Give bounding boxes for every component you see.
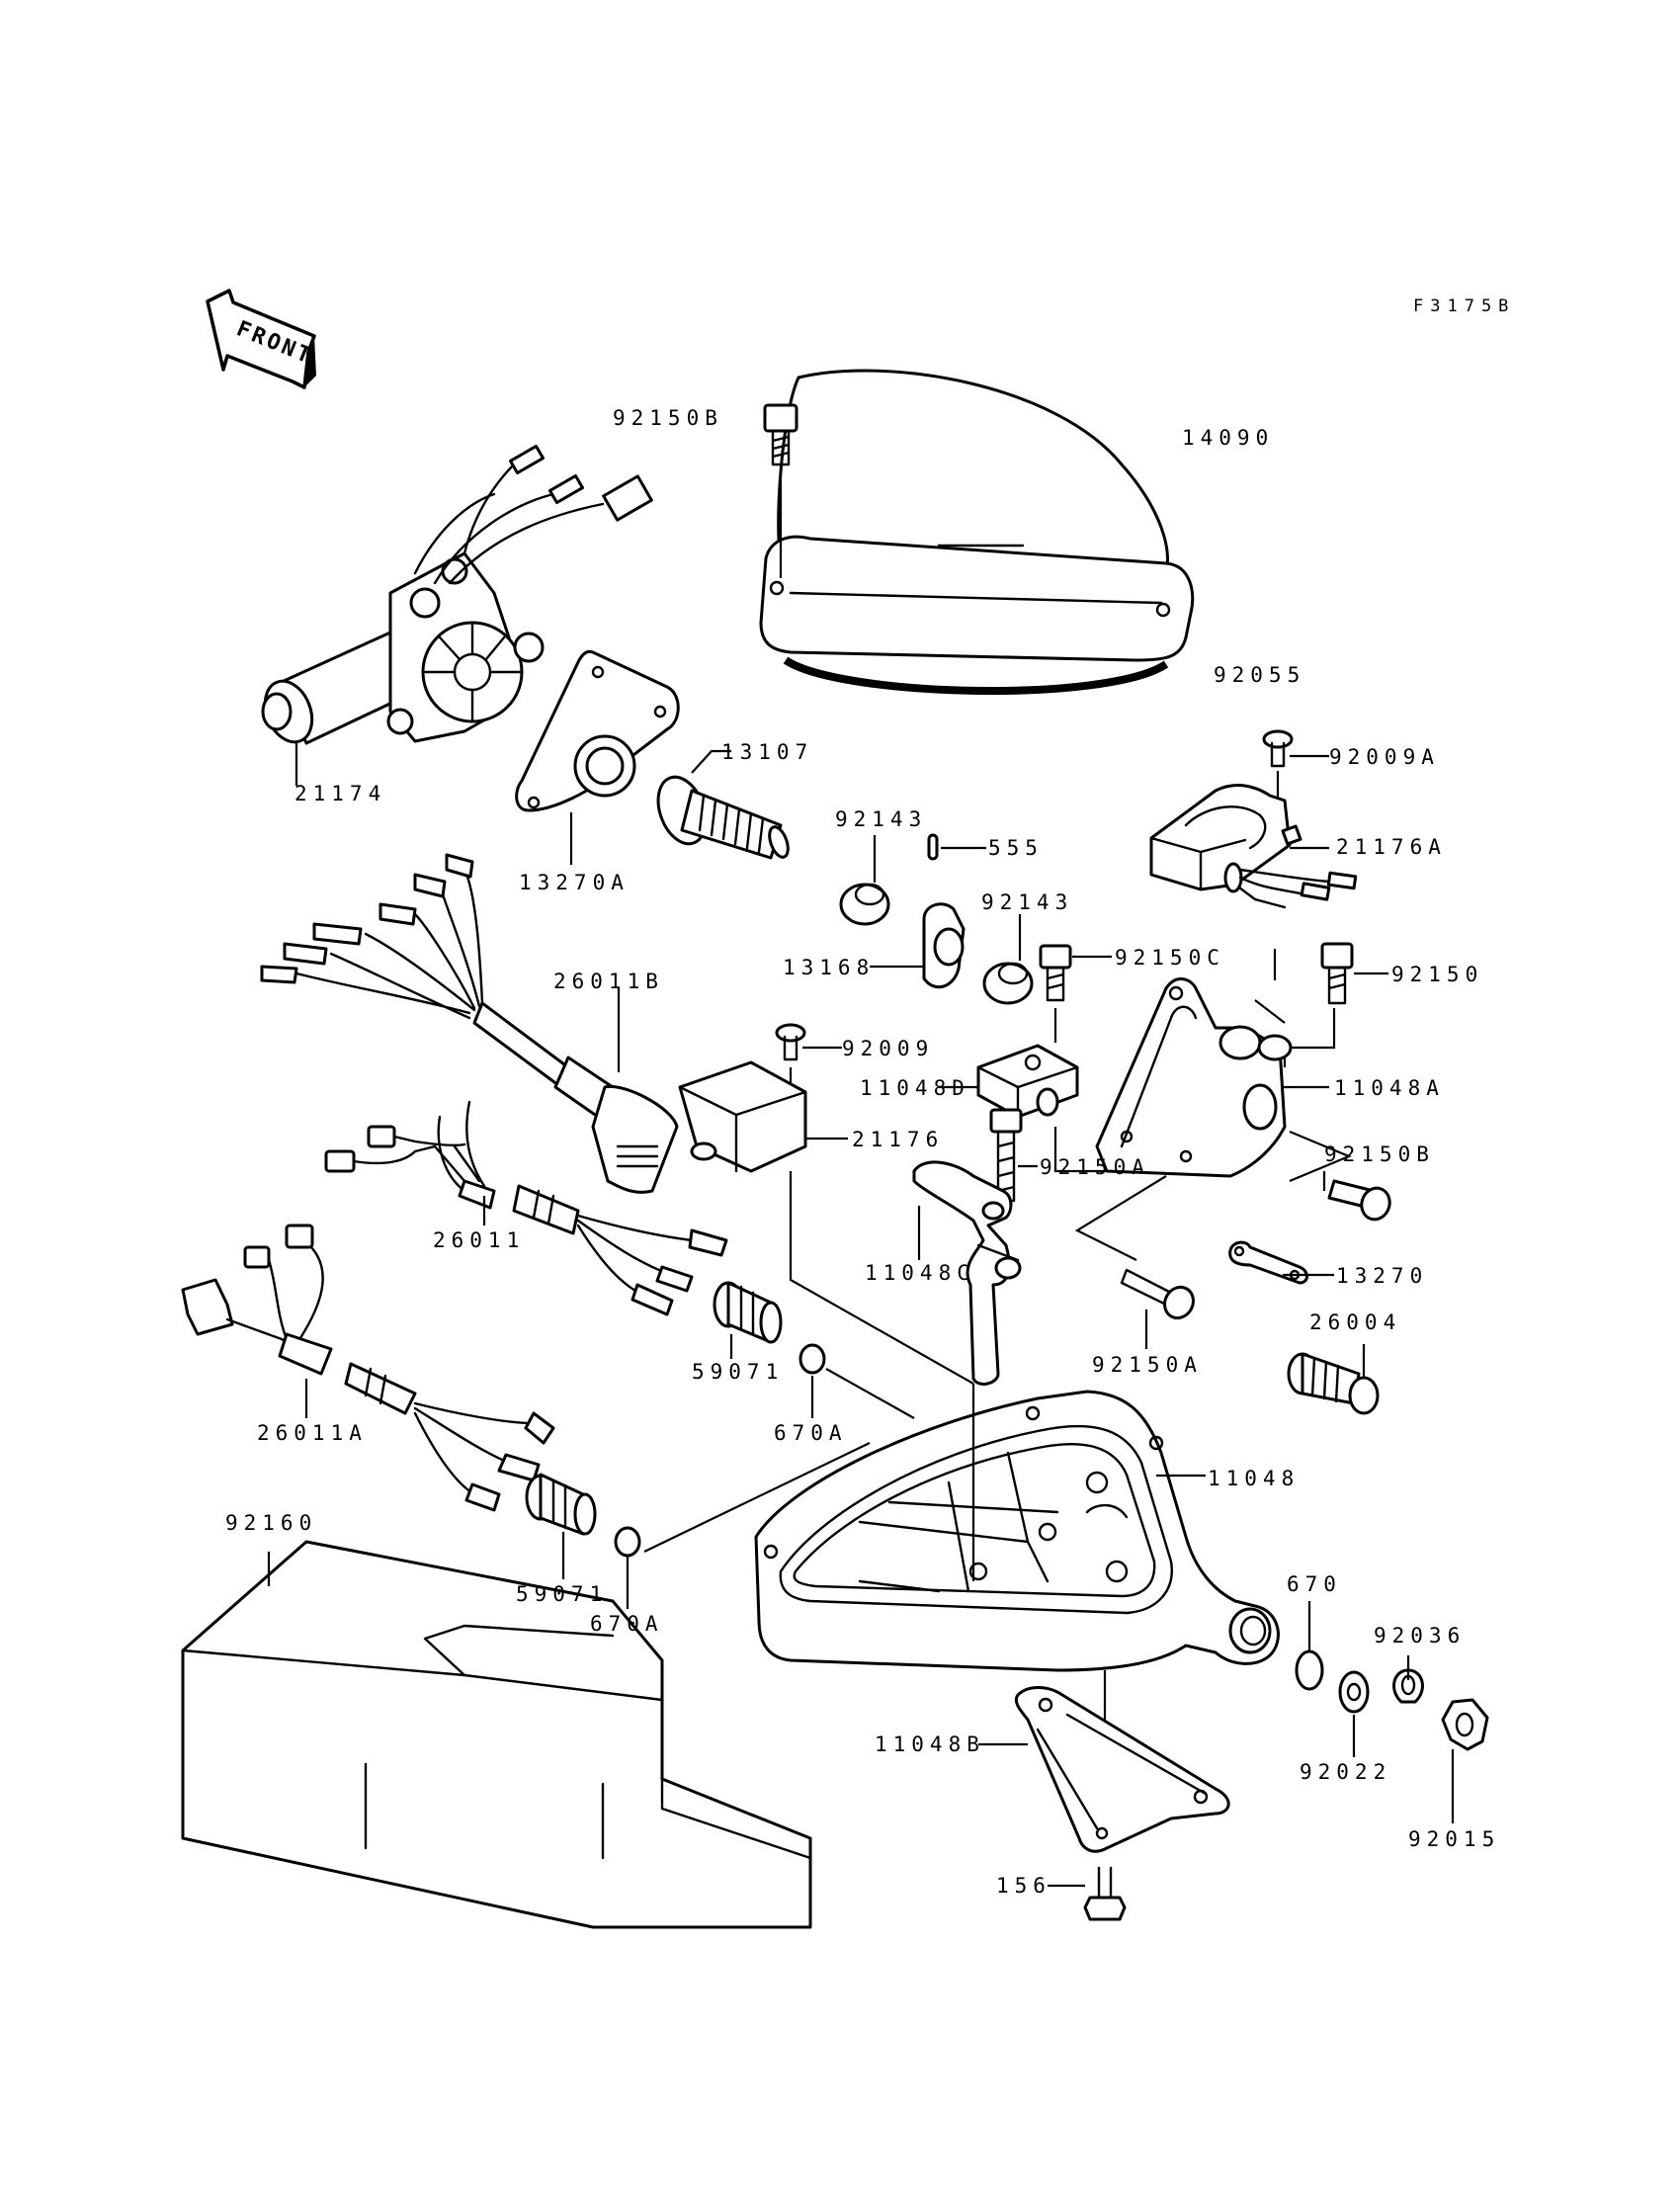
label-26011B: 26011B [553,970,664,993]
bolt-92150A-lower [1120,1268,1195,1349]
label-92150A-b: 92150A [1092,1353,1203,1377]
bolt-92150C [1039,944,1112,1043]
bushing-92143-a [839,835,890,926]
label-26011: 26011 [433,1228,525,1252]
sender-26011 [324,1100,728,1316]
cover-92160 [181,1540,812,1929]
bracket-11048B [978,1686,1230,1853]
o-ring-670 [1295,1601,1324,1691]
label-11048C: 11048C [865,1261,975,1285]
label-21174: 21174 [294,782,386,805]
block-11048D [939,1044,1202,1173]
nut-92015 [1441,1698,1489,1823]
label-92150C: 92150C [1115,946,1225,970]
label-92150: 92150 [1391,963,1483,986]
label-26004: 26004 [1309,1310,1401,1334]
arm-11048C [912,1160,1022,1386]
fitting-59071-a [713,1281,783,1359]
o-ring-670A-a [798,1343,915,1419]
sender-26011A [181,1224,555,1512]
washer-92022 [1338,1670,1370,1757]
label-14090: 14090 [1182,426,1274,450]
motor-21174 [261,444,653,786]
label-11048B: 11048B [875,1732,985,1756]
label-670: 670 [1287,1572,1342,1596]
label-21176: 21176 [852,1128,944,1151]
bolt-92150A-upper [989,1108,1038,1203]
label-156: 156 [996,1874,1051,1898]
cover-14090 [759,369,1195,696]
label-11048A: 11048A [1334,1076,1445,1100]
label-13168: 13168 [783,956,875,979]
housing-11048 [754,1384,1280,1799]
shaft-13107 [656,749,790,860]
label-555: 555 [988,836,1044,860]
seal-92055 [783,656,1169,696]
label-92160: 92160 [225,1511,317,1535]
bolt-92150 [1254,942,1388,1067]
label-92143-a: 92143 [835,807,927,831]
label-92009: 92009 [842,1037,934,1060]
label-670A-b: 670A [590,1612,664,1636]
harness-26011B [260,853,679,1194]
bushing-92143-b [982,914,1034,1005]
front-arrow-icon: FRONT [206,289,316,389]
sensor-21176A [1149,784,1358,909]
label-13107: 13107 [721,740,813,764]
bolt-92150B-top [763,403,798,578]
label-670A-a: 670A [774,1421,848,1445]
figure-code: F3175B [1413,296,1515,316]
label-92150A-a: 92150A [1040,1155,1150,1179]
label-92036: 92036 [1374,1624,1466,1648]
lever-13168 [870,902,966,989]
label-11048: 11048 [1208,1467,1300,1490]
label-13270A: 13270A [519,871,630,894]
label-11048D: 11048D [860,1076,970,1100]
label-92055: 92055 [1214,663,1305,687]
label-92022: 92022 [1300,1760,1391,1784]
label-92150B-top: 92150B [613,406,723,430]
fitting-59071-b [525,1473,597,1579]
module-21176 [678,1060,974,1385]
label-92150B-b: 92150B [1324,1142,1435,1166]
clip-13270 [1228,1240,1334,1285]
lock-washer-92036 [1392,1655,1424,1704]
label-59071-a: 59071 [692,1360,784,1384]
fitting-26004 [1287,1344,1380,1415]
label-92009A: 92009A [1329,745,1440,769]
o-ring-670A-b [614,1442,871,1609]
bolt-92150B-right [1322,1171,1391,1222]
label-92143-b: 92143 [981,890,1073,914]
label-59071-b: 59071 [516,1582,608,1606]
plate-13270A [515,649,680,865]
bolt-156 [1048,1866,1127,1921]
bracket-11048A [1074,977,1352,1261]
label-21176A: 21176A [1336,835,1447,859]
pin-555 [927,833,986,861]
label-13270: 13270 [1336,1264,1428,1288]
label-92015: 92015 [1408,1827,1500,1851]
label-26011A: 26011A [257,1421,368,1445]
